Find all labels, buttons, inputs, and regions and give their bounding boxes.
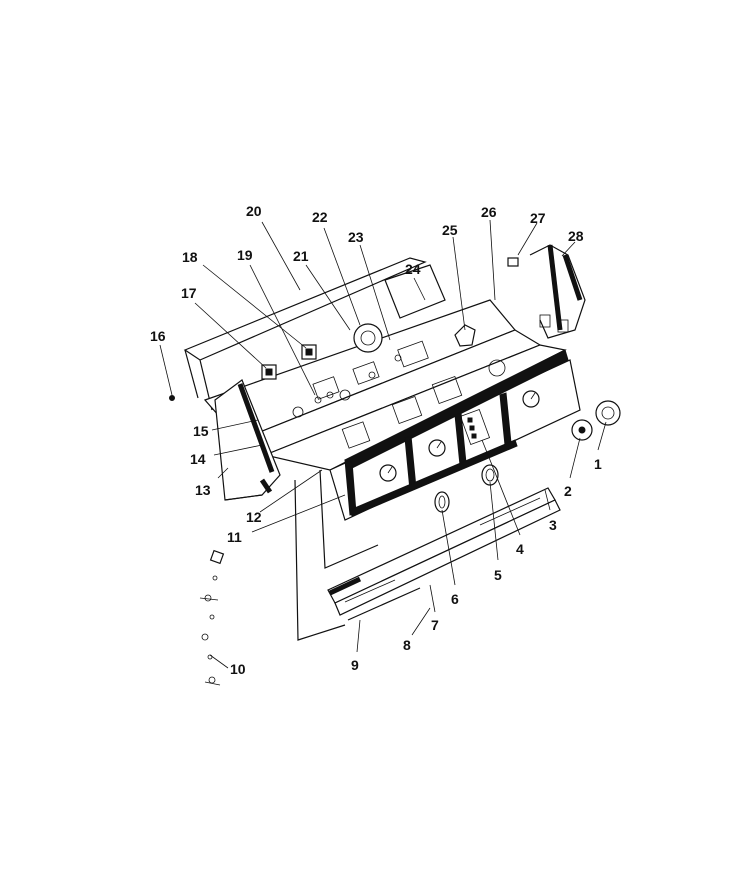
callout-22: 22 — [312, 209, 328, 225]
callout-16: 16 — [150, 328, 166, 344]
panel-small-parts — [169, 323, 476, 404]
left-side-bracket — [214, 379, 281, 501]
callout-23: 23 — [348, 229, 364, 245]
callout-3: 3 — [549, 517, 557, 533]
wiring-lines — [294, 469, 421, 641]
callout-15: 15 — [193, 423, 209, 439]
callout-17: 17 — [181, 285, 197, 301]
callout-6: 6 — [451, 591, 459, 607]
callout-13: 13 — [195, 482, 211, 498]
callout-labels: 1 2 3 4 5 6 7 8 9 10 11 12 13 14 15 16 1… — [150, 203, 602, 677]
callout-10: 10 — [230, 661, 246, 677]
callout-18: 18 — [182, 249, 198, 265]
right-knob-assembly — [571, 400, 621, 441]
callout-26: 26 — [481, 204, 497, 220]
callout-20: 20 — [246, 203, 262, 219]
callout-4: 4 — [516, 541, 524, 557]
leader-lines — [159, 219, 607, 669]
callout-2: 2 — [564, 483, 572, 499]
callout-24: 24 — [405, 261, 421, 277]
control-panel-body — [203, 264, 567, 471]
callout-9: 9 — [351, 657, 359, 673]
callout-28: 28 — [568, 228, 584, 244]
callout-25: 25 — [442, 222, 458, 238]
rear-panel — [183, 257, 427, 411]
callout-1: 1 — [594, 456, 602, 472]
callout-21: 21 — [293, 248, 309, 264]
loose-hardware — [199, 549, 225, 686]
callout-7: 7 — [431, 617, 439, 633]
callout-19: 19 — [237, 247, 253, 263]
callout-27: 27 — [530, 210, 546, 226]
callout-5: 5 — [494, 567, 502, 583]
front-fascia — [329, 349, 581, 521]
lower-trim-strip — [327, 487, 561, 616]
callout-14: 14 — [190, 451, 206, 467]
right-side-bracket — [507, 244, 586, 339]
callout-11: 11 — [227, 529, 242, 545]
callout-12: 12 — [246, 509, 262, 525]
callout-8: 8 — [403, 637, 411, 653]
